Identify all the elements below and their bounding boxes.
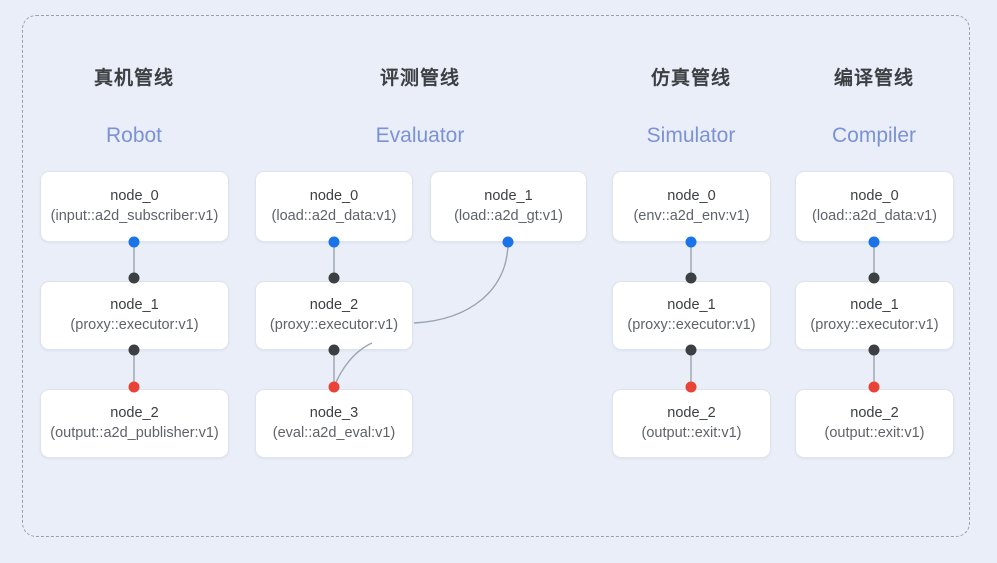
column-title-en-evaluator: Evaluator [375,124,465,147]
node-spec: (load::a2d_gt:v1) [454,208,563,224]
node-name: node_0 [850,188,899,205]
node-spec: (proxy::executor:v1) [627,317,756,333]
node-name: node_2 [850,405,899,422]
node-simulator-2[interactable]: node_2 (output::exit:v1) [612,389,771,458]
port-output-simulator-0[interactable] [685,236,697,248]
node-evaluator-eval[interactable]: node_3 (eval::a2d_eval:v1) [255,389,413,458]
node-spec: (proxy::executor:v1) [810,317,939,333]
column-title-en-simulator: Simulator [646,124,736,147]
node-name: node_0 [667,188,716,205]
port-input-evaluator-eval[interactable] [328,381,340,393]
port-output-evaluator-executor[interactable] [328,344,340,356]
node-name: node_1 [850,297,899,314]
port-input-evaluator-executor[interactable] [328,272,340,284]
node-name: node_0 [309,188,359,205]
node-spec: (output::exit:v1) [824,425,925,441]
node-robot-0[interactable]: node_0 (input::a2d_subscriber:v1) [40,171,229,242]
node-robot-2[interactable]: node_2 (output::a2d_publisher:v1) [40,389,229,458]
node-spec: (output::a2d_publisher:v1) [50,425,219,441]
node-simulator-1[interactable]: node_1 (proxy::executor:v1) [612,281,771,350]
node-name: node_1 [667,297,716,314]
node-name: node_1 [110,297,159,314]
column-title-cn-evaluator: 评测管线 [379,68,461,89]
node-spec: (eval::a2d_eval:v1) [272,425,396,441]
port-input-robot-1[interactable] [128,272,140,284]
port-output-evaluator-gt[interactable] [502,236,514,248]
node-name: node_1 [484,188,533,205]
node-spec: (input::a2d_subscriber:v1) [50,208,219,224]
column-title-en-robot: Robot [105,124,163,147]
node-robot-1[interactable]: node_1 (proxy::executor:v1) [40,281,229,350]
port-output-compiler-0[interactable] [868,236,880,248]
node-name: node_0 [110,188,159,205]
node-evaluator-0[interactable]: node_0 (load::a2d_data:v1) [255,171,413,242]
node-evaluator-gt[interactable]: node_1 (load::a2d_gt:v1) [430,171,587,242]
column-title-cn-robot: 真机管线 [93,68,175,89]
port-output-simulator-1[interactable] [685,344,697,356]
node-spec: (proxy::executor:v1) [269,317,399,333]
node-name: node_2 [110,405,159,422]
port-input-robot-2[interactable] [128,381,140,393]
port-input-compiler-2[interactable] [868,381,880,393]
node-compiler-2[interactable]: node_2 (output::exit:v1) [795,389,954,458]
column-title-cn-simulator: 仿真管线 [650,68,732,89]
column-title-cn-compiler: 编译管线 [833,68,915,89]
node-evaluator-executor[interactable]: node_2 (proxy::executor:v1) [255,281,413,350]
node-spec: (output::exit:v1) [641,425,742,441]
port-output-robot-1[interactable] [128,344,140,356]
node-spec: (proxy::executor:v1) [70,317,199,333]
node-simulator-0[interactable]: node_0 (env::a2d_env:v1) [612,171,771,242]
node-name: node_3 [309,405,359,422]
node-spec: (load::a2d_data:v1) [271,208,397,224]
node-name: node_2 [667,405,716,422]
node-compiler-0[interactable]: node_0 (load::a2d_data:v1) [795,171,954,242]
port-input-compiler-1[interactable] [868,272,880,284]
node-spec: (load::a2d_data:v1) [812,208,937,224]
port-output-evaluator-0[interactable] [328,236,340,248]
node-compiler-1[interactable]: node_1 (proxy::executor:v1) [795,281,954,350]
port-input-simulator-2[interactable] [685,381,697,393]
port-output-compiler-1[interactable] [868,344,880,356]
column-title-en-compiler: Compiler [831,124,917,147]
port-input-simulator-1[interactable] [685,272,697,284]
port-output-robot-0[interactable] [128,236,140,248]
node-spec: (env::a2d_env:v1) [633,208,750,224]
diagram-frame [22,15,970,537]
edge-eval-gt-to-executor [413,241,509,324]
node-name: node_2 [309,297,359,314]
